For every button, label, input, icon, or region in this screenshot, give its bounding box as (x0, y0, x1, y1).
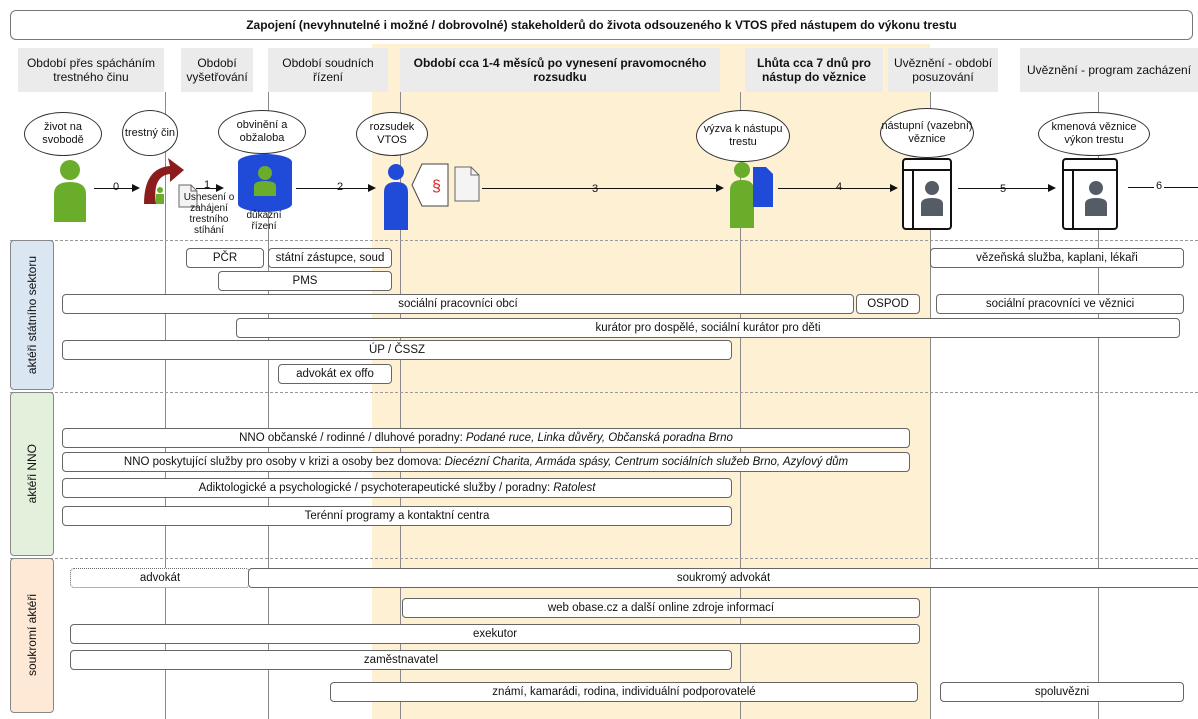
bar-appointed-lawyer: advokát ex offo (278, 364, 392, 384)
judge-person-icon (384, 164, 408, 230)
bar-examples: Diecézní Charita, Armáda spásy, Centrum … (444, 456, 849, 468)
bar-employer: zaměstnavatel (70, 650, 732, 670)
document-icon (454, 166, 480, 202)
timeline-arrow-1 (196, 184, 224, 192)
bar-prosecutor-court: státní zástupce, soud (268, 248, 392, 268)
cloud-intake-prison: nástupní (vazební) věznice (880, 108, 974, 158)
bar-labour-office: ÚP / ČSSZ (62, 340, 732, 360)
bar-ospod: OSPOD (856, 294, 920, 314)
phase-header: Uvěznění - program zacházení (1020, 48, 1198, 92)
prison-cell-icon (1062, 158, 1118, 230)
cloud-verdict: rozsudek VTOS (356, 112, 428, 156)
timeline-arrow-3 (482, 184, 724, 192)
bar-examples: Ratolest (553, 482, 596, 494)
cloud-summons: výzva k nástupu trestu (696, 110, 790, 162)
bar-text: NNO poskytující služby pro osoby v krizi… (123, 456, 442, 468)
group-nno: aktéři NNO (10, 392, 54, 556)
timeline-arrow-0 (94, 184, 140, 192)
bar-text: Adiktologické a psychologické / psychote… (198, 482, 551, 494)
bar-text: NNO občanské / rodinné / dluhové poradny… (239, 432, 463, 444)
group-state-label: aktéři státního sektoru (25, 255, 39, 375)
group-private: soukromí aktéři (10, 558, 54, 713)
bar-prison-social-workers: sociální pracovníci ve věznici (936, 294, 1184, 314)
arrow-number: 0 (113, 181, 120, 193)
bar-nno-counselling: NNO občanské / rodinné / dluhové poradny… (62, 428, 910, 448)
phase-header: Období soudních řízení (268, 48, 388, 92)
phase-header: Uvěznění - období posuzování (888, 48, 998, 92)
group-nno-label: aktéři NNO (25, 444, 39, 504)
arrow-number: 1 (204, 179, 211, 191)
bar-police: PČR (186, 248, 264, 268)
prison-cell-icon (902, 158, 952, 230)
timeline-divider (268, 92, 269, 719)
bar-fellow-inmates: spoluvězni (940, 682, 1184, 702)
paragraph-sign: § (432, 178, 441, 195)
bar-examples: Podané ruce, Linka důvěry, Občanská pora… (465, 432, 733, 444)
paragraph-icon: § (411, 163, 449, 207)
timeline-arrow-2 (296, 184, 376, 192)
arrow-number: 6 (1154, 180, 1165, 192)
diagram-title: Zapojení (nevyhnutelné i možné / dobrovo… (10, 10, 1193, 40)
crime-arrow-icon (144, 158, 184, 204)
timeline-divider (930, 92, 931, 719)
bar-lawyer: advokát (70, 568, 250, 588)
cloud-accusation: obvinění a obžaloba (218, 110, 306, 154)
timeline-divider (740, 92, 741, 719)
indictment-resolution-label: Usnesení o zahájení trestního stíhání (183, 192, 235, 236)
arrow-number: 4 (836, 181, 843, 193)
arrow-number: 2 (337, 181, 344, 193)
phase-header: Období přes spácháním trestného činu (18, 48, 164, 92)
timeline-arrow-4 (778, 184, 898, 192)
phase-header: Lhůta cca 7 dnů pro nástup do věznice (745, 48, 883, 92)
bar-probation-service: PMS (218, 271, 392, 291)
timeline-divider (400, 92, 401, 719)
section-separator (10, 392, 1198, 393)
bar-bailiff: exekutor (70, 624, 920, 644)
timeline-divider (165, 92, 166, 719)
bar-nno-crisis: NNO poskytující služby pro osoby v krizi… (62, 452, 910, 472)
group-private-label: soukromí aktéři (25, 594, 39, 677)
bar-municipal-social-workers: sociální pracovníci obcí (62, 294, 854, 314)
timeline-arrow-5 (958, 184, 1056, 192)
bar-curator: kurátor pro dospělé, sociální kurátor pr… (236, 318, 1180, 338)
bar-nno-outreach: Terénní programy a kontaktní centra (62, 506, 732, 526)
person-summoned-icon (730, 162, 754, 228)
bar-private-lawyer: soukromý advokát (248, 568, 1198, 588)
section-separator (10, 558, 1198, 559)
document-icon (178, 184, 198, 208)
database-accusation-icon (238, 154, 292, 212)
timeline-divider (1098, 92, 1099, 719)
evidence-proceedings-label: důkazní řízení (246, 210, 282, 232)
section-separator (10, 240, 1198, 241)
group-state-sector: aktéři státního sektoru (10, 240, 54, 390)
bar-online-resources: web obase.cz a další online zdroje infor… (402, 598, 920, 618)
cloud-life-at-liberty: život na svobodě (24, 112, 102, 156)
cloud-home-prison: kmenová věznice výkon trestu (1038, 112, 1150, 156)
person-free-icon (54, 160, 86, 222)
bar-prison-service: vězeňská služba, kaplani, lékaři (930, 248, 1184, 268)
summons-document-icon (753, 167, 773, 207)
bar-friends-family: známí, kamarádi, rodina, individuální po… (330, 682, 918, 702)
bar-nno-addiction: Adiktologické a psychologické / psychote… (62, 478, 732, 498)
phase-header: Období vyšetřování (181, 48, 253, 92)
phase-header: Období cca 1-4 měsíců po vynesení pravom… (400, 48, 720, 92)
arrow-number: 5 (1000, 183, 1007, 195)
cloud-crime: trestný čin (122, 110, 178, 156)
arrow-number: 3 (592, 183, 599, 195)
